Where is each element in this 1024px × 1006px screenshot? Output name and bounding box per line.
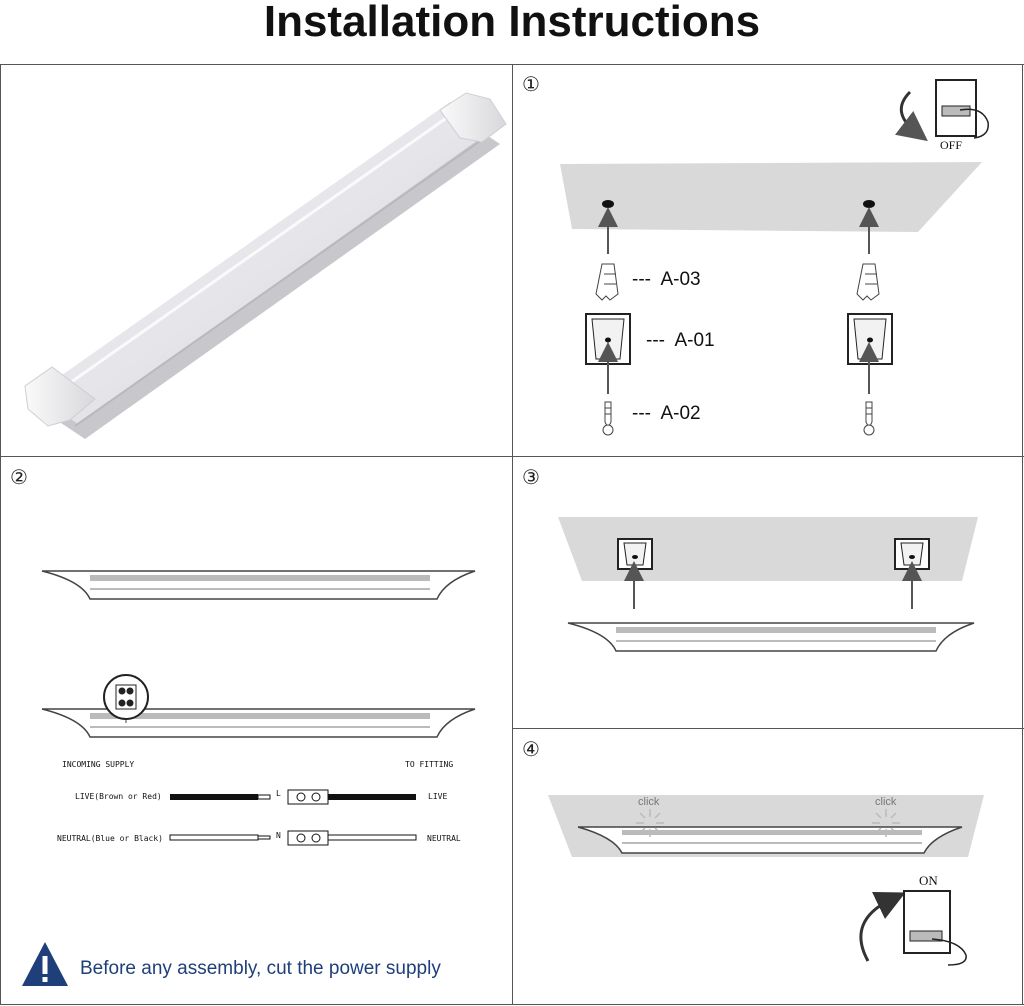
ceiling-board bbox=[558, 517, 978, 581]
part-label-a03: --- A-03 bbox=[632, 269, 701, 290]
click-label-right: click bbox=[875, 796, 897, 808]
neutral-right-label: NEUTRAL bbox=[427, 834, 461, 843]
led-batten-light-icon bbox=[24, 92, 507, 439]
to-fitting-label: TO FITTING bbox=[405, 760, 454, 769]
warning-text: Before any assembly, cut the power suppl… bbox=[80, 958, 441, 979]
product-panel bbox=[0, 64, 512, 456]
neutral-left-label: NEUTRAL(Blue or Black) bbox=[57, 834, 163, 843]
switch-on-icon bbox=[859, 890, 967, 966]
ceiling-board bbox=[560, 162, 982, 232]
click-label-left: click bbox=[638, 796, 660, 808]
terminal-block-icon bbox=[103, 674, 149, 720]
live-left-label: LIVE(Brown or Red) bbox=[75, 792, 162, 801]
step2-panel: ② bbox=[0, 457, 512, 1004]
fixture-icon bbox=[41, 570, 476, 600]
switch-off-icon bbox=[894, 79, 989, 142]
part-label-a02: --- A-02 bbox=[632, 403, 701, 424]
step3-panel: ③ bbox=[512, 457, 1022, 728]
switch-on-label: ON bbox=[919, 873, 938, 888]
neutral-marker: N bbox=[276, 831, 281, 840]
step3-diagram bbox=[558, 517, 978, 652]
incoming-supply-label: INCOMING SUPPLY bbox=[62, 760, 135, 769]
wall-plug-icon bbox=[595, 263, 619, 301]
click-burst-icon bbox=[636, 809, 664, 837]
step1-diagram bbox=[560, 79, 989, 436]
live-right-label: LIVE bbox=[428, 792, 448, 801]
warning-notice: Before any assembly, cut the power suppl… bbox=[20, 940, 510, 990]
step3-number: ③ bbox=[522, 465, 540, 489]
warning-triangle-icon bbox=[22, 942, 68, 986]
screw-icon bbox=[602, 401, 614, 436]
mounting-clip-icon bbox=[617, 538, 653, 570]
live-marker: L bbox=[276, 789, 281, 798]
step1-panel: ① bbox=[512, 64, 1022, 456]
step1-number: ① bbox=[522, 72, 540, 96]
step4-diagram bbox=[548, 795, 984, 966]
fixture-icon bbox=[567, 622, 975, 652]
step4-panel: ④ click bbox=[512, 729, 1022, 1004]
switch-off-label: OFF bbox=[940, 138, 963, 152]
drill-hole bbox=[602, 200, 614, 208]
drill-hole bbox=[863, 200, 875, 208]
step2-number: ② bbox=[10, 465, 28, 489]
part-label-a01: --- A-01 bbox=[646, 330, 715, 351]
fixture-icon bbox=[577, 826, 963, 854]
step4-number: ④ bbox=[522, 737, 540, 761]
page-title: Installation Instructions bbox=[263, 0, 761, 46]
step2-diagram bbox=[41, 570, 476, 846]
